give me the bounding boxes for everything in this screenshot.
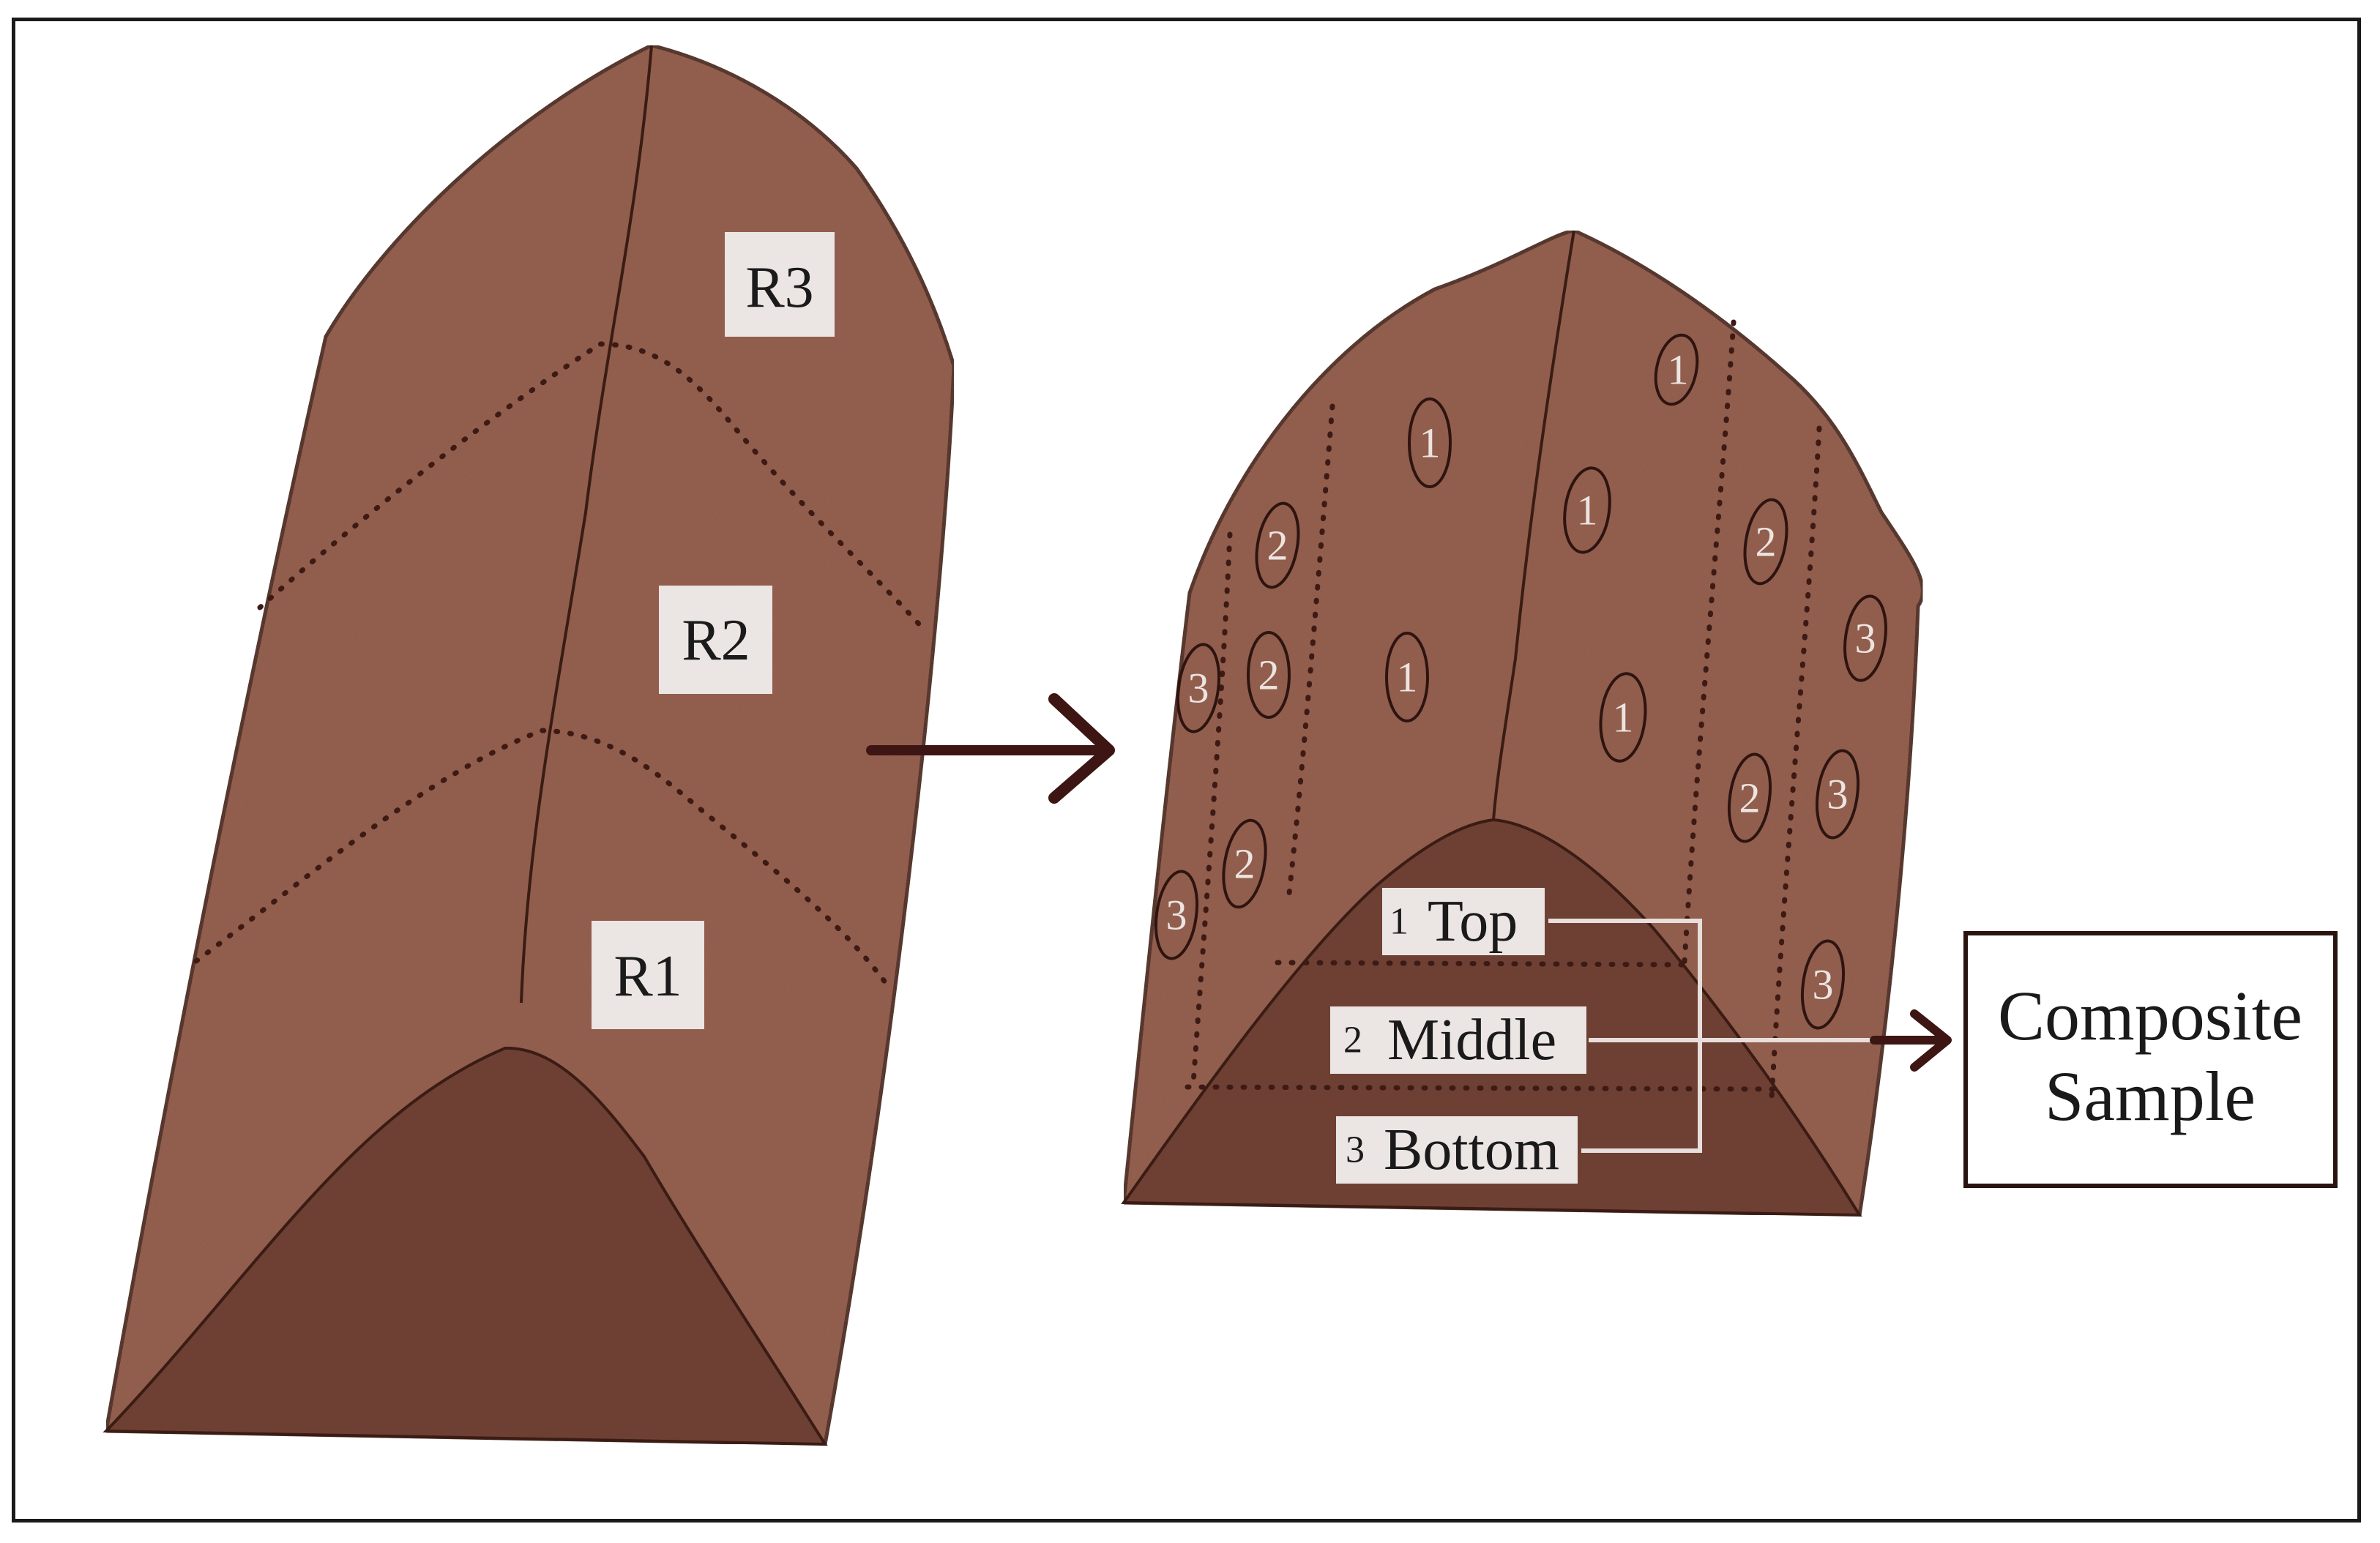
left-pile-cross-section: [102, 1046, 828, 1446]
sample-point-bottom: 3: [1154, 870, 1199, 960]
legend-bracket: [1548, 919, 1878, 1153]
svg-text:Middle: Middle: [1387, 1008, 1556, 1072]
sample-point-bottom: 3: [1176, 643, 1221, 733]
arrow-to-sampling-pile: [866, 693, 1115, 804]
svg-text:1: 1: [1613, 694, 1634, 741]
svg-text:1: 1: [1397, 654, 1418, 701]
sampling-line-left-outer: [1190, 531, 1233, 1086]
svg-text:2: 2: [1267, 522, 1288, 569]
sample-point-bottom: 3: [1800, 939, 1846, 1030]
svg-text:3: 3: [1855, 615, 1876, 662]
svg-text:2: 2: [1258, 651, 1280, 699]
svg-text:Top: Top: [1428, 889, 1518, 954]
svg-text:1: 1: [1420, 419, 1441, 467]
diagram-frame: [12, 18, 2361, 1523]
svg-text:3: 3: [1813, 961, 1834, 1009]
region-label-r1: R1: [592, 921, 704, 1029]
svg-text:Composite: Composite: [1998, 976, 2302, 1055]
svg-text:2: 2: [1234, 840, 1256, 888]
legend-top: 1 Top: [1382, 888, 1545, 955]
svg-text:3: 3: [1166, 892, 1187, 939]
sample-point-top: 1: [1408, 397, 1452, 488]
sample-point-bottom: 3: [1815, 749, 1860, 840]
svg-text:2: 2: [1343, 1020, 1362, 1061]
left-pile: [102, 43, 956, 1446]
composite-sample-box: Composite Sample: [1963, 931, 2338, 1188]
sampling-line-left-inner: [1286, 403, 1335, 903]
legend-middle: 2 Middle: [1330, 1006, 1586, 1074]
sample-point-middle: 2: [1727, 752, 1772, 843]
svg-text:Sample: Sample: [2045, 1057, 2256, 1135]
region-label-r2: R2: [659, 586, 772, 694]
strata-line-middle-bottom: [1185, 1084, 1782, 1092]
svg-text:3: 3: [1346, 1129, 1365, 1171]
svg-text:3: 3: [1188, 665, 1209, 712]
svg-text:1: 1: [1389, 901, 1409, 943]
sample-point-top: 1: [1385, 632, 1429, 722]
svg-text:R2: R2: [682, 608, 750, 673]
left-pile-body: [104, 43, 956, 1446]
right-pile-ridge: [1492, 230, 1575, 821]
svg-text:1: 1: [1577, 487, 1598, 534]
svg-text:2: 2: [1756, 518, 1777, 566]
svg-text:R3: R3: [745, 255, 813, 320]
sample-point-middle: 2: [1743, 498, 1788, 586]
sample-point-top: 1: [1563, 466, 1611, 554]
sample-point-top: 1: [1654, 333, 1699, 406]
svg-text:3: 3: [1827, 771, 1849, 818]
sampling-line-right-inner: [1681, 319, 1736, 976]
strata-line-top-middle: [1275, 960, 1687, 968]
region-label-r3: R3: [725, 232, 835, 337]
sample-point-bottom: 3: [1843, 594, 1887, 682]
sample-point-middle: 2: [1247, 631, 1291, 719]
svg-text:1: 1: [1668, 346, 1689, 394]
left-pile-ridge: [520, 45, 653, 1004]
sampling-line-right-outer: [1769, 425, 1822, 1101]
svg-text:R1: R1: [613, 944, 682, 1009]
sample-point-top: 1: [1599, 672, 1647, 763]
svg-text:2: 2: [1739, 774, 1761, 822]
sample-point-middle: 2: [1222, 818, 1267, 909]
left-boundary-r2-r3: [257, 341, 927, 632]
sampling-points: 1 1 1 1 1 1 2 2: [1154, 333, 1887, 1030]
legend-bottom: 3 Bottom: [1336, 1116, 1578, 1184]
sample-point-middle: 2: [1255, 501, 1300, 589]
arrow-to-composite: [1870, 1009, 1952, 1072]
svg-text:Bottom: Bottom: [1384, 1118, 1559, 1182]
